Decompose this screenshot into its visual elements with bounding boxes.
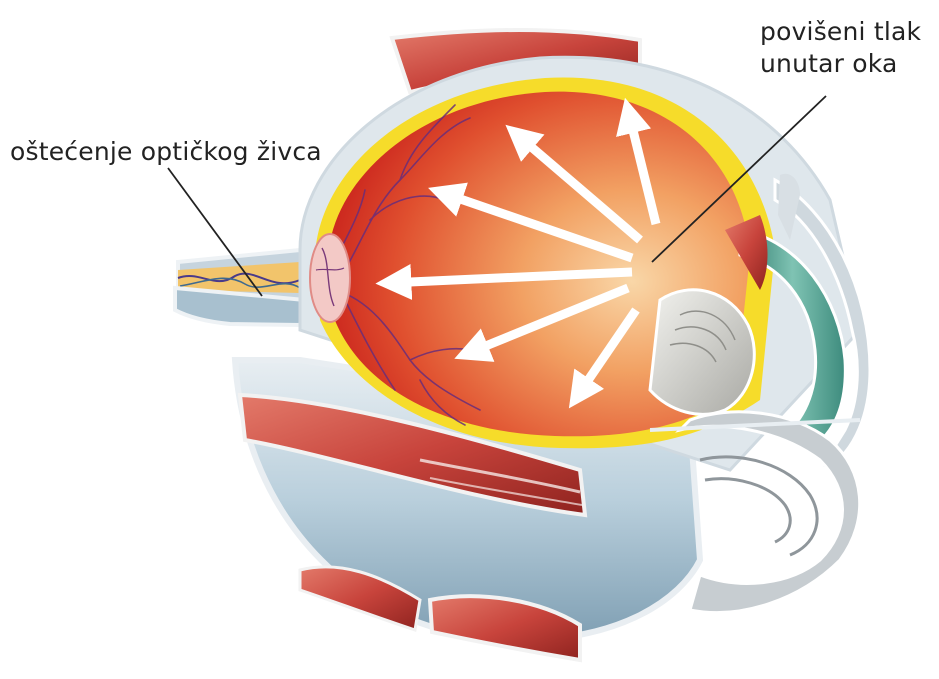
optic-disc-icon bbox=[310, 234, 350, 322]
raised-pressure-label: povišeni tlak unutar oka bbox=[760, 16, 921, 80]
optic-nerve-damage-label: oštećenje optičkog živca bbox=[10, 136, 322, 168]
raised-pressure-line1: povišeni tlak bbox=[760, 16, 921, 48]
raised-pressure-line2: unutar oka bbox=[760, 48, 921, 80]
